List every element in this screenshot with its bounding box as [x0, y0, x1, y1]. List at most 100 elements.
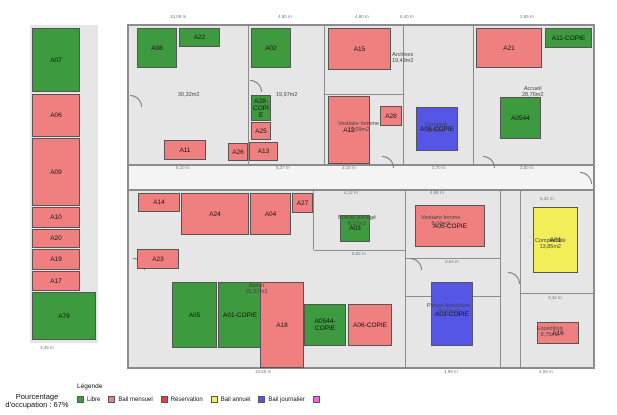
dimension-label: 10,08 m: [170, 14, 187, 19]
unit-a18[interactable]: A18: [260, 282, 304, 368]
unit-a07[interactable]: A07: [32, 28, 80, 92]
unit-a11[interactable]: A11: [164, 140, 206, 160]
unit-a27[interactable]: A27: [292, 193, 313, 213]
dimension-label: 5,37 m: [276, 165, 290, 170]
unit-a20[interactable]: A20: [32, 229, 80, 248]
unit-a08[interactable]: A08: [137, 28, 177, 68]
unit-a09[interactable]: A09: [32, 138, 80, 206]
unit-a23[interactable]: A23: [137, 249, 179, 269]
legend-title: Légende: [77, 383, 103, 390]
floor-plan: A07 A06 A09 A10 A20 A19 A17 A79 A08 A22 …: [30, 14, 595, 374]
wall-s4: [520, 190, 521, 368]
unit-a12[interactable]: A12: [328, 96, 370, 164]
wall-corridor-south: [128, 189, 594, 191]
unit-a14[interactable]: A14: [138, 193, 180, 212]
legend-swatch: [160, 396, 168, 403]
wall-n5: [325, 94, 403, 95]
legend-item-pink: [312, 396, 323, 403]
wall-n3: [403, 25, 404, 165]
unit-a06-copie[interactable]: A06-COPIE: [348, 304, 392, 346]
legend-swatch: [312, 396, 320, 403]
dimension-label: 4,06 m: [539, 369, 553, 374]
dimension-label: 10,66 m: [255, 369, 272, 374]
occupancy-title: Pourcentage: [15, 392, 59, 401]
dimension-label: 4,98 m: [444, 369, 458, 374]
dimension-label: 2,85 m: [520, 14, 534, 19]
legend-swatch: [210, 396, 218, 403]
occupancy-value: d'occupation : 67%: [5, 400, 69, 409]
dimension-label: 4,88 m: [430, 190, 444, 195]
room-label-1: 30,32m2: [178, 92, 200, 98]
wall-s3: [500, 190, 501, 368]
legend-swatch: [108, 396, 116, 403]
room-label-archives: Archives 19,43m2: [392, 52, 414, 64]
wall-left: [127, 24, 129, 369]
room-label-2: 19,97m2: [276, 92, 298, 98]
unit-a19[interactable]: A19: [32, 249, 80, 270]
unit-a02[interactable]: A02: [251, 28, 291, 68]
legend-swatch: [77, 396, 84, 403]
unit-a28-copie[interactable]: A28-COPIE: [251, 95, 271, 121]
wall-s5: [314, 250, 405, 251]
unit-a0544-copie[interactable]: A0544-COPIE: [304, 304, 346, 346]
wall-n2: [324, 25, 325, 165]
legend-item-bail-journalier: Bail journalier: [258, 396, 305, 403]
unit-a13[interactable]: A13: [249, 142, 278, 161]
dimension-label: 3,64 m: [445, 259, 459, 264]
room-label-vestiaire-femme: Vestiaire femme 8,07m2: [421, 215, 461, 227]
dimension-label: 4,90 m: [278, 14, 292, 19]
wall-s6: [406, 258, 500, 259]
wall-bottom: [128, 367, 594, 369]
room-label-comptoir: Comptoir 12,2m2: [425, 122, 448, 134]
legend-item-libre: Libre: [77, 396, 100, 403]
room-label-expedition: Expédition 8,75m2: [537, 326, 563, 338]
occupancy-percentage: Pourcentage d'occupation : 67%: [2, 393, 72, 409]
legend: Libre Bail mensuel Réservation Bail annu…: [77, 396, 323, 403]
wall-top: [128, 24, 594, 26]
unit-a05[interactable]: A05: [172, 282, 217, 348]
unit-a0544[interactable]: A0544: [500, 97, 541, 139]
room-label-atelier: Atelier 81,57m2: [246, 283, 268, 295]
dimension-label: 4,12 m: [344, 190, 358, 195]
legend-item-reservation: Réservation: [160, 396, 203, 403]
corridor: [128, 165, 594, 190]
dimension-label: 6,10 m: [176, 165, 190, 170]
dimension-label: 3,18 m: [342, 165, 356, 170]
unit-a22[interactable]: A22: [179, 28, 220, 47]
unit-a26[interactable]: A26: [228, 143, 248, 161]
room-label-comptabilite: Comptabilité 13,85m2: [535, 238, 566, 250]
dimension-label: 4,80 m: [355, 14, 369, 19]
unit-a01[interactable]: A01: [533, 207, 578, 273]
wall-s1: [313, 190, 314, 250]
dimension-label: 3,80 m: [520, 165, 534, 170]
unit-a11-copie[interactable]: A11-COPIE: [545, 28, 592, 48]
unit-a15[interactable]: A15: [328, 28, 391, 70]
room-label-bureau: Bureau partagé 8,17m2: [338, 215, 376, 227]
unit-a24[interactable]: A24: [181, 193, 249, 235]
dimension-label: 5,84 m: [352, 251, 366, 256]
wall-s7: [521, 293, 594, 294]
wall-right: [593, 24, 595, 369]
dimension-label: 3,39 m: [40, 345, 54, 350]
dimension-label: 3,42 m: [548, 295, 562, 300]
dimension-label: 6,40 m: [400, 14, 414, 19]
unit-a79[interactable]: A79: [32, 292, 96, 340]
room-label-pieces: Pièces détachées 27,62m2: [427, 303, 471, 315]
unit-a10[interactable]: A10: [32, 207, 80, 228]
unit-a28[interactable]: A28: [380, 106, 402, 126]
unit-a06[interactable]: A06: [32, 94, 80, 137]
legend-item-bail-mensuel: Bail mensuel: [108, 396, 153, 403]
unit-a17[interactable]: A17: [32, 271, 80, 291]
wall-n1: [248, 25, 249, 165]
unit-a04[interactable]: A04: [250, 193, 291, 235]
wall-s2: [405, 190, 406, 368]
dimension-label: 6,32 m: [540, 196, 554, 201]
unit-a25[interactable]: A25: [251, 122, 271, 140]
room-label-vestiaire-homme: Vestiaire homme 19,09m2: [338, 121, 379, 133]
legend-swatch: [258, 396, 266, 403]
unit-a21[interactable]: A21: [476, 28, 542, 68]
legend-item-bail-annuel: Bail annuel: [210, 396, 250, 403]
dimension-label: 2,70 m: [432, 165, 446, 170]
room-label-accueil: Accueil 28,76m2: [522, 86, 544, 98]
wall-n4: [473, 25, 474, 165]
